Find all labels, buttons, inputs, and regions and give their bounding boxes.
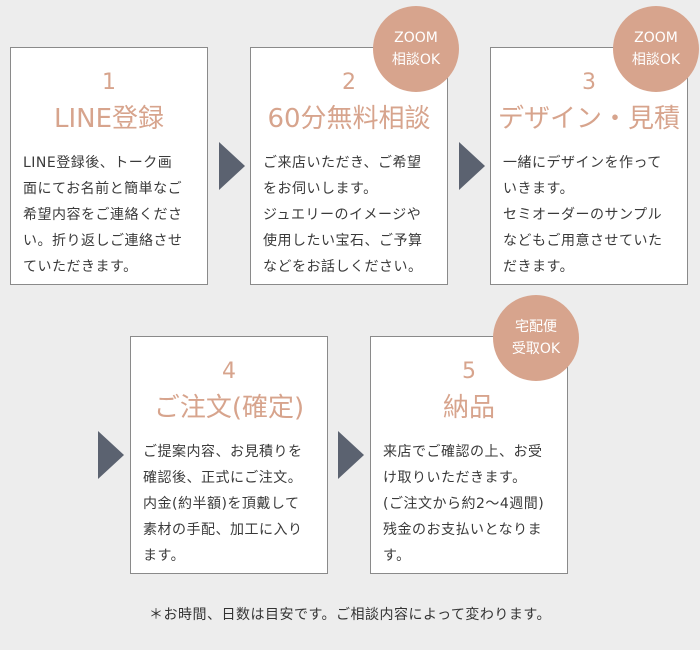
desc-line: 来店でご確認の上、お受 bbox=[383, 444, 543, 460]
step-title: 納品 bbox=[442, 393, 495, 423]
desc-line: をお伺いします。 bbox=[263, 181, 378, 197]
badge-line: 受取OK bbox=[511, 341, 561, 357]
step-description: ご来店いただき、ご希望 をお伺いします。 ジュエリーのイメージや 使用したい宝石… bbox=[263, 150, 437, 280]
badge-line: 相談OK bbox=[631, 52, 681, 68]
badge-line: ZOOM bbox=[634, 30, 678, 46]
arrow-right-icon bbox=[338, 431, 364, 479]
step-title: 60分無料相談 bbox=[267, 104, 431, 134]
desc-line: だきます。 bbox=[503, 259, 575, 275]
arrow-right-icon bbox=[98, 431, 124, 479]
desc-line: ご来店いただき、ご希望 bbox=[263, 155, 422, 171]
desc-line: 使用したい宝石、ご予算 bbox=[263, 233, 423, 249]
step-card-1: 1 LINE登録 LINE登録後、トーク画 面にてお名前と簡単なご 希望内容をご… bbox=[10, 47, 208, 285]
footnote: ＊お時間、日数は目安です。ご相談内容によって変わります。 bbox=[148, 607, 552, 623]
step-description: 一緒にデザインを作って いきます。 セミオーダーのサンプル などもご用意させてい… bbox=[503, 150, 677, 280]
step-number: 1 bbox=[102, 70, 116, 95]
step-card-3: 3 デザイン・見積 一緒にデザインを作って いきます。 セミオーダーのサンプル … bbox=[490, 47, 688, 285]
desc-line: LINE登録後、トーク画 bbox=[23, 155, 173, 171]
desc-line: (ご注文から約2〜4週間) bbox=[383, 496, 545, 512]
desc-line: などもご用意させていた bbox=[503, 233, 663, 249]
step-number: 2 bbox=[342, 70, 356, 95]
desc-line: 希望内容をご連絡くださ bbox=[23, 207, 183, 223]
desc-line: い。折り返しご連絡させ bbox=[23, 233, 183, 249]
desc-line: す。 bbox=[383, 548, 411, 564]
desc-line: いきます。 bbox=[503, 181, 575, 197]
step-description: LINE登録後、トーク画 面にてお名前と簡単なご 希望内容をご連絡くださ い。折… bbox=[23, 150, 197, 280]
desc-line: 残金のお支払いとなりま bbox=[383, 522, 543, 538]
zoom-consult-badge: ZOOM 相談OK bbox=[613, 6, 699, 92]
desc-line: 確認後、正式にご注文。 bbox=[143, 470, 303, 486]
badge-line: ZOOM bbox=[394, 30, 438, 46]
desc-line: 一緒にデザインを作って bbox=[503, 155, 662, 171]
step-number: 4 bbox=[222, 359, 236, 384]
step-description: 来店でご確認の上、お受 け取りいただきます。 (ご注文から約2〜4週間) 残金の… bbox=[383, 439, 557, 569]
step-description: ご提案内容、お見積りを 確認後、正式にご注文。 内金(約半額)を頂戴して 素材の… bbox=[143, 439, 317, 569]
arrow-right-icon bbox=[219, 142, 245, 190]
step-title: ご注文(確定) bbox=[153, 393, 305, 423]
desc-line: などをお話しください。 bbox=[263, 259, 423, 275]
step-title: デザイン・見積 bbox=[497, 104, 680, 134]
step-title: LINE登録 bbox=[53, 104, 165, 134]
zoom-consult-badge: ZOOM 相談OK bbox=[373, 6, 459, 92]
badge-line: 相談OK bbox=[391, 52, 441, 68]
desc-line: 内金(約半額)を頂戴して bbox=[143, 496, 300, 512]
step-number: 5 bbox=[462, 359, 476, 384]
desc-line: ご提案内容、お見積りを bbox=[143, 444, 303, 460]
desc-line: ジュエリーのイメージや bbox=[263, 207, 422, 223]
desc-line: 素材の手配、加工に入り bbox=[143, 522, 303, 538]
badge-line: 宅配便 bbox=[515, 319, 557, 335]
desc-line: ます。 bbox=[143, 548, 186, 564]
desc-line: セミオーダーのサンプル bbox=[503, 207, 663, 223]
desc-line: ていただきます。 bbox=[23, 259, 138, 275]
step-card-4: 4 ご注文(確定) ご提案内容、お見積りを 確認後、正式にご注文。 内金(約半額… bbox=[130, 336, 328, 574]
arrow-right-icon bbox=[459, 142, 485, 190]
desc-line: け取りいただきます。 bbox=[383, 470, 527, 486]
step-number: 3 bbox=[582, 70, 596, 95]
delivery-badge: 宅配便 受取OK bbox=[493, 295, 579, 381]
desc-line: 面にてお名前と簡単なご bbox=[23, 181, 183, 197]
